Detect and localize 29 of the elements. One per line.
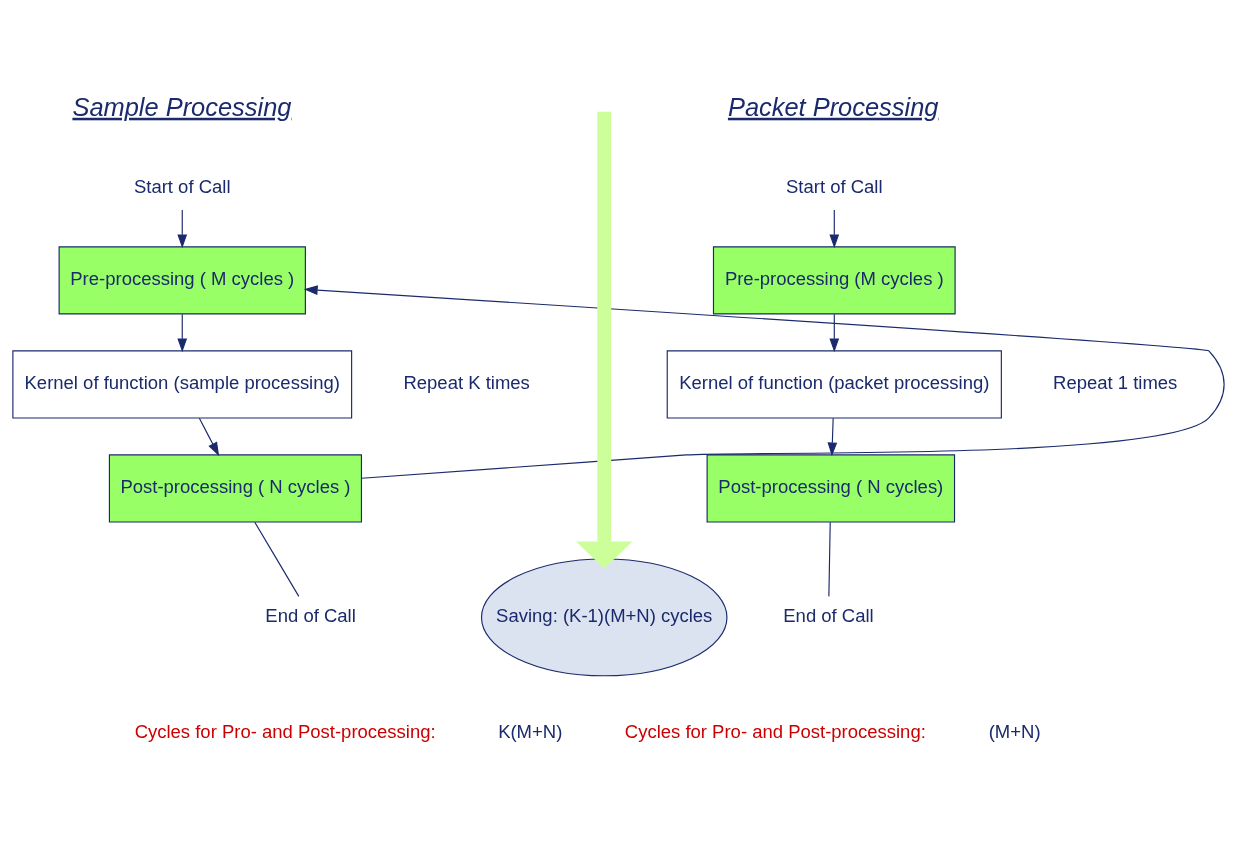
- connector: [828, 521, 831, 597]
- label: K(M+N): [498, 720, 563, 742]
- node-text: End of Call: [265, 604, 356, 626]
- connector: [254, 521, 300, 597]
- arrow: [827, 417, 838, 457]
- node-box: Kernel of function (packet processing): [666, 350, 1002, 419]
- label: Repeat K times: [403, 371, 530, 393]
- arrow: [575, 111, 633, 569]
- node-box: Kernel of function (sample processing): [12, 350, 353, 419]
- node-text: Start of Call: [786, 176, 883, 198]
- label: Sample Processing: [72, 92, 292, 121]
- label: Repeat 1 times: [1053, 371, 1178, 393]
- node-box: Post-processing ( N cycles ): [108, 454, 363, 523]
- arrow: [198, 417, 220, 457]
- arrow: [177, 313, 188, 353]
- node-box: Pre-processing ( M cycles ): [58, 246, 306, 315]
- node-box: Pre-processing (M cycles ): [712, 246, 956, 315]
- arrow: [177, 209, 188, 249]
- label: (M+N): [988, 720, 1041, 742]
- label: Cycles for Pro- and Post-processing:: [134, 720, 436, 742]
- arrow: [303, 285, 1225, 479]
- node-ellipse: Saving: (K-1)(M+N) cycles: [480, 558, 728, 677]
- label: Packet Processing: [727, 92, 939, 121]
- node-text: End of Call: [783, 604, 874, 626]
- arrow: [829, 209, 840, 249]
- label: Cycles for Pro- and Post-processing:: [624, 720, 926, 742]
- node-box: Post-processing ( N cycles): [706, 454, 956, 523]
- arrow: [829, 313, 840, 353]
- node-text: Start of Call: [133, 176, 231, 198]
